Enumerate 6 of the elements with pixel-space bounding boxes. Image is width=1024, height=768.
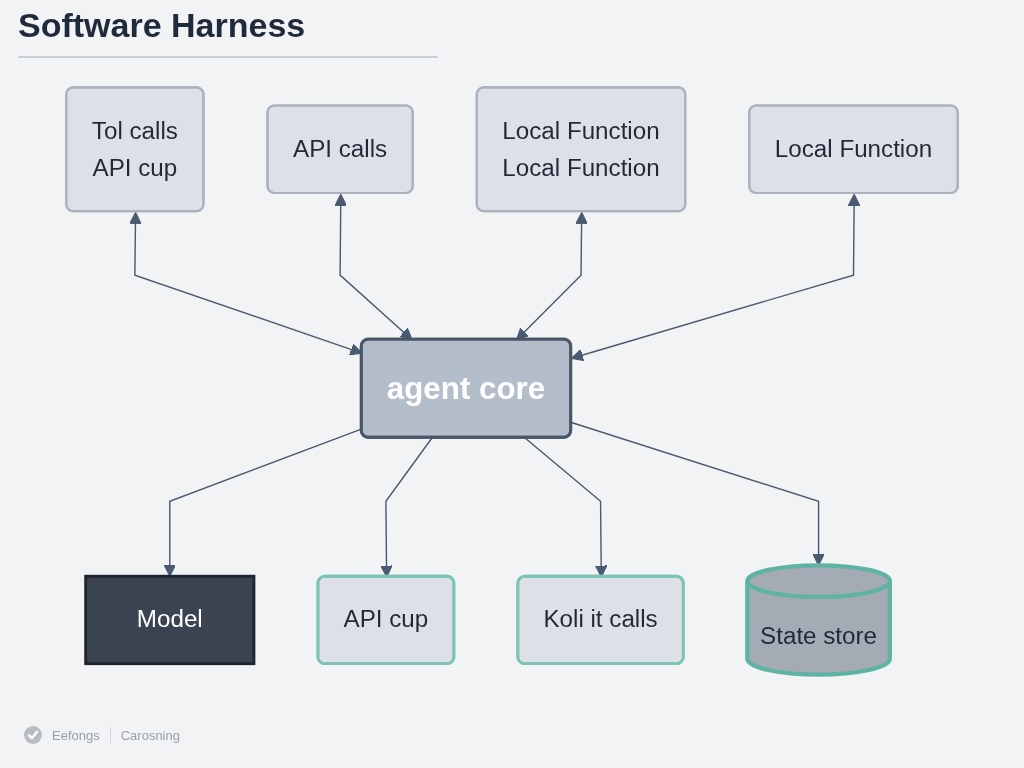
- arrow: [570, 193, 861, 362]
- diagram-title: Software Harness: [18, 6, 306, 45]
- arrow: [570, 421, 825, 566]
- footer-label: Carosning: [120, 727, 180, 743]
- node-box: Model: [84, 574, 256, 666]
- footer-label: Eefongs: [52, 727, 100, 743]
